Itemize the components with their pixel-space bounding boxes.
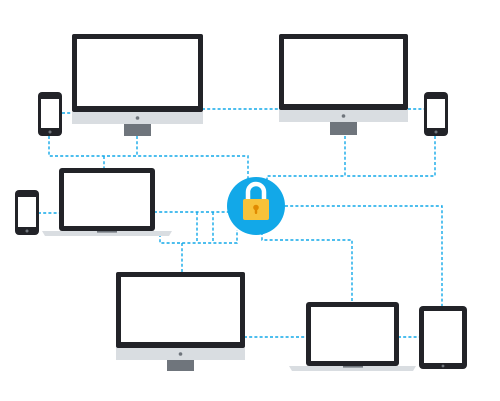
smartphone-icon [424,92,448,136]
desktop-monitor-icon [116,272,245,371]
padlock-icon [227,177,285,235]
phone-home-button [25,229,29,233]
monitor-stand [167,360,194,371]
laptop-screen [311,307,394,361]
monitor-logo [135,116,140,120]
lock-keyhole-slot [254,208,258,214]
lock-keyhole [253,204,259,211]
monitor-stand [330,122,357,135]
connection-line [345,136,436,177]
phone-screen [18,197,36,227]
phone-home-button [434,130,438,134]
connection-line [266,136,346,188]
monitor-screen [284,39,403,104]
laptop-notch [343,366,363,368]
laptop-base [42,231,172,236]
connection-line [285,205,443,306]
laptop-notch [97,231,117,233]
tablet-camera [441,364,445,368]
desktop-monitor-icon [72,34,203,136]
monitor-screen [121,277,240,342]
connection-line [261,232,353,302]
desktop-monitor-icon [279,34,408,135]
connection-line [159,230,238,244]
laptop-icon [289,302,416,371]
phone-screen [41,99,59,128]
smartphone-icon [38,92,62,136]
laptop-base [289,366,416,371]
connection-lines [38,108,443,338]
tablet-screen [424,311,462,363]
monitor-stand [124,124,151,136]
laptop-screen [64,173,150,226]
phone-screen [427,99,445,128]
phone-home-button [48,130,52,134]
monitor-logo [341,114,346,118]
lock-shackle [245,181,267,204]
smartphone-icon [15,190,39,235]
monitor-screen [77,39,198,106]
tablet-icon [419,306,467,369]
laptop-icon [42,168,172,236]
monitor-logo [178,352,183,356]
